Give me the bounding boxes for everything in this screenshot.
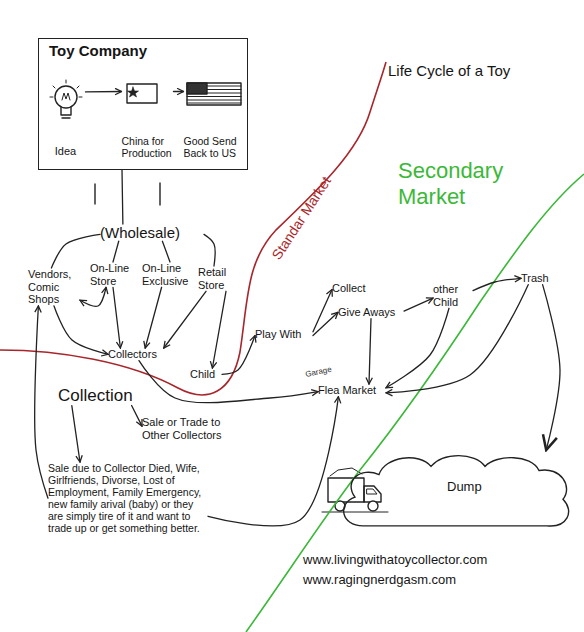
flow-arrow (404, 298, 433, 311)
flow-arrow (162, 241, 170, 262)
flow-arrow (386, 308, 449, 388)
secondary-market-boundary (246, 174, 584, 632)
flag-symbol (127, 84, 157, 103)
flow-text-node: other Child (433, 283, 473, 308)
url-text: www.livingwithatoycollector.com (303, 552, 573, 568)
flow-arrow (174, 91, 184, 92)
node-text: other Child (433, 283, 473, 308)
node-text: Child (190, 368, 222, 381)
url-text: www.ragingnerdgasm.com (303, 572, 573, 588)
node-text: Play With (255, 328, 313, 341)
flow-text-node: (Wholesale) (100, 224, 204, 241)
node-text: Good Send Back to US (184, 135, 246, 159)
flow-arrow (369, 319, 371, 384)
illustration-group (50, 80, 388, 512)
company-box: Idea China for Production Good Send Back t… (38, 38, 248, 170)
flag-symbol (187, 83, 241, 105)
section-heading-node: Collection (58, 386, 150, 406)
flow-arrow (132, 406, 142, 427)
flow-text-node: Vendors, Comic Shops (28, 268, 80, 306)
flow-arrow (212, 291, 226, 368)
node-text: (Wholesale) (100, 224, 204, 241)
flow-arrow (222, 336, 255, 375)
flow-arrow (121, 170, 123, 224)
flow-text-node: Sale or Trade to Other Collectors (142, 416, 240, 441)
flow-arrow (208, 397, 338, 526)
flow-text-node: Flea Market (318, 384, 386, 397)
flow-arrow (80, 287, 106, 306)
flow-text-node: Collectors (108, 348, 170, 361)
node-text: China for Production (122, 135, 174, 159)
flow-arrow (313, 290, 332, 332)
flow-text-node: Give Aways (338, 306, 404, 319)
flow-text-node: Retail Store (198, 266, 238, 291)
market-label: Secondary Market (398, 158, 523, 211)
node-text: Flea Market (318, 384, 386, 397)
step-node: Idea (46, 78, 86, 158)
flow-arrow (164, 291, 206, 348)
flow-arrow (113, 287, 120, 348)
dump-cloud: Dump (335, 450, 575, 532)
tick-mark (159, 183, 160, 205)
flow-text-node: Play With (255, 328, 313, 341)
node-text: Vendors, Comic Shops (28, 268, 80, 306)
flow-arrow (139, 361, 318, 403)
node-text: Collection (58, 386, 150, 406)
box-heading: Toy Company (49, 42, 147, 59)
flow-arrow (35, 306, 48, 498)
bulb-filament (62, 93, 70, 100)
flow-text-node: Collect (332, 282, 377, 295)
note-text-node: Sale due to Collector Died, Wife, Girlfr… (48, 462, 208, 534)
scribble-note: Garage (304, 362, 345, 380)
flow-arrow (204, 234, 215, 266)
flag-stripes (187, 86, 241, 103)
truck-cab (364, 486, 381, 502)
flow-arrow (72, 406, 80, 462)
node-text: Sale due to Collector Died, Wife, Girlfr… (48, 462, 208, 534)
node-text: Sale or Trade to Other Collectors (142, 416, 240, 441)
flow-text-node: Child (190, 368, 222, 381)
bulb-rays (50, 80, 82, 97)
bulb-base (61, 107, 71, 115)
step-node: China for Production (122, 80, 174, 160)
flag-star (128, 87, 139, 97)
flow-arrow (145, 287, 161, 348)
truck-wheel (368, 501, 378, 511)
ground-line (322, 512, 388, 513)
flow-arrow (54, 306, 108, 354)
node-text: On-Line Store (90, 262, 136, 287)
node-text: Give Aways (338, 306, 404, 319)
flow-arrow (313, 312, 338, 335)
standard-market-boundary (0, 62, 386, 395)
flow-arrow (543, 285, 560, 450)
tick-mark (94, 184, 95, 204)
truck-body (328, 478, 364, 502)
flow-text-node: Trash (521, 272, 557, 285)
truck-window (367, 489, 377, 494)
node-text: Idea (46, 145, 86, 158)
node-text: Trash (521, 272, 557, 285)
flow-text-node: On-Line Store (90, 262, 136, 287)
flag-canton (187, 83, 207, 94)
market-label: Standar Market (268, 160, 343, 263)
flow-arrow (86, 91, 122, 93)
diagram-title: Life Cycle of a Toy (388, 62, 510, 80)
bulb-glass (55, 86, 77, 108)
flow-text-node: On-Line Exclusive (142, 262, 198, 287)
node-text: Collect (332, 282, 377, 295)
node-text: Collectors (108, 348, 170, 361)
flow-arrow (113, 241, 119, 262)
bulb-base (62, 117, 70, 118)
node-text: Dump (447, 480, 575, 495)
node-text: On-Line Exclusive (142, 262, 198, 287)
node-text: Retail Store (198, 266, 238, 291)
flow-arrow (473, 278, 521, 290)
step-node: Good Send Back to US (184, 80, 246, 160)
